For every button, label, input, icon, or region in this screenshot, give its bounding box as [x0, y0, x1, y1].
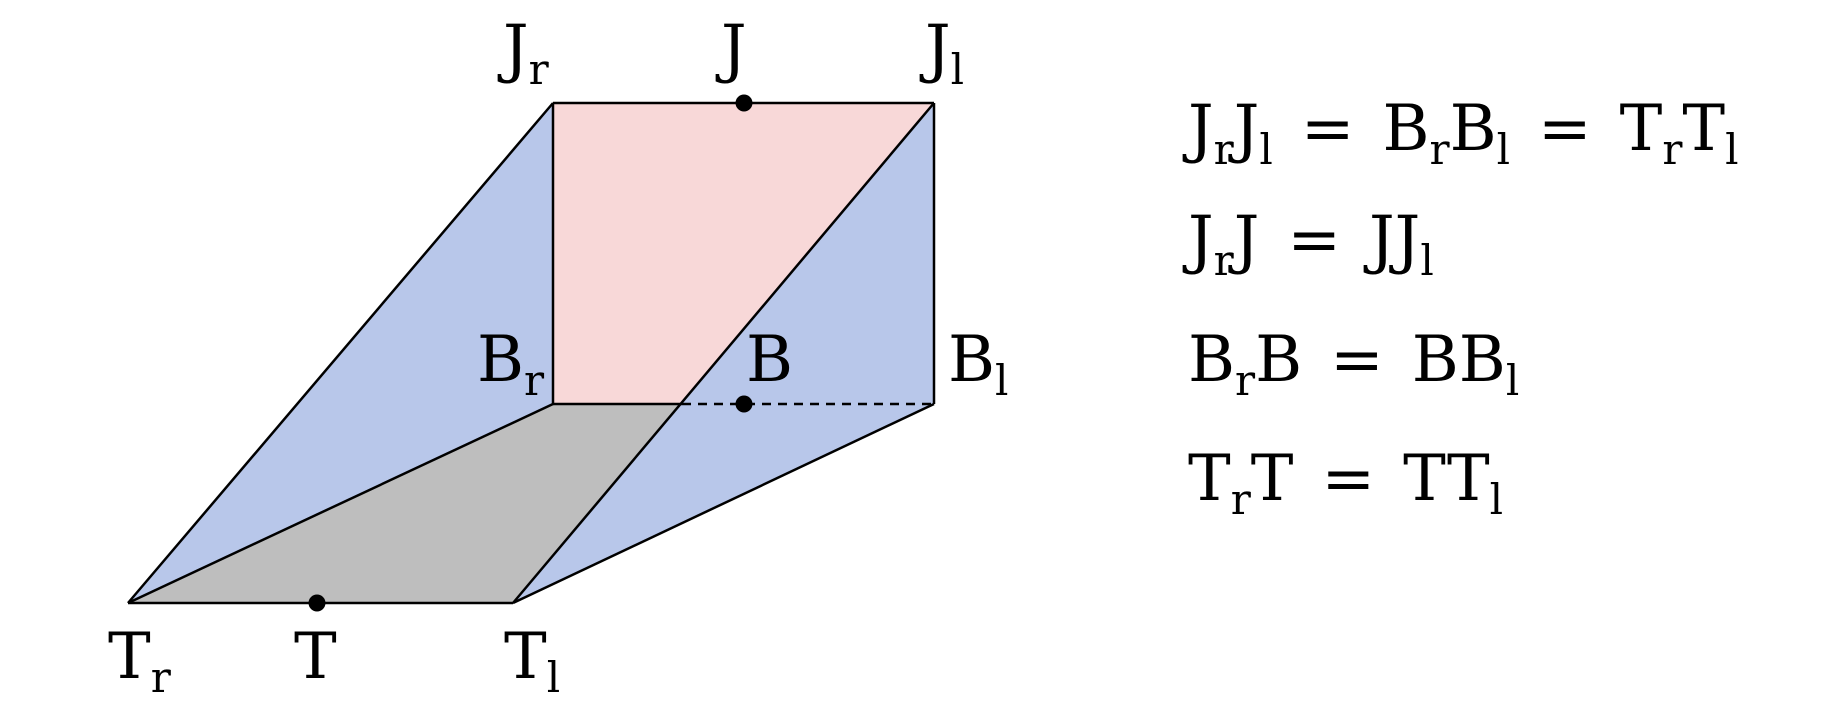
label-b: B	[746, 323, 793, 397]
label-jr: Jr	[497, 12, 550, 94]
equation-4: TrT=TTl	[1188, 442, 1503, 524]
edge-br-tr	[127, 402, 554, 605]
back-face	[553, 103, 934, 404]
label-tr: Tr	[108, 620, 172, 702]
equation-1: JrJl=BrBl=TrTl	[1182, 92, 1739, 174]
label-br: Br	[477, 323, 545, 405]
equation-3: BrB=BBl	[1188, 323, 1519, 405]
edge-jl-tl	[512, 102, 935, 604]
point-b-dot	[735, 395, 753, 413]
label-jl: Jl	[919, 12, 964, 94]
label-bl: Bl	[948, 323, 1008, 405]
equation-2: JrJ=JJl	[1182, 203, 1434, 285]
bottom-face	[128, 404, 682, 603]
edge-bl-tl	[512, 402, 935, 605]
label-j: J	[715, 12, 747, 86]
point-t-dot	[308, 594, 326, 612]
label-t: T	[294, 620, 337, 694]
label-tl: Tl	[504, 620, 560, 702]
point-j-dot	[735, 94, 753, 112]
edge-jr-tr	[127, 102, 554, 604]
